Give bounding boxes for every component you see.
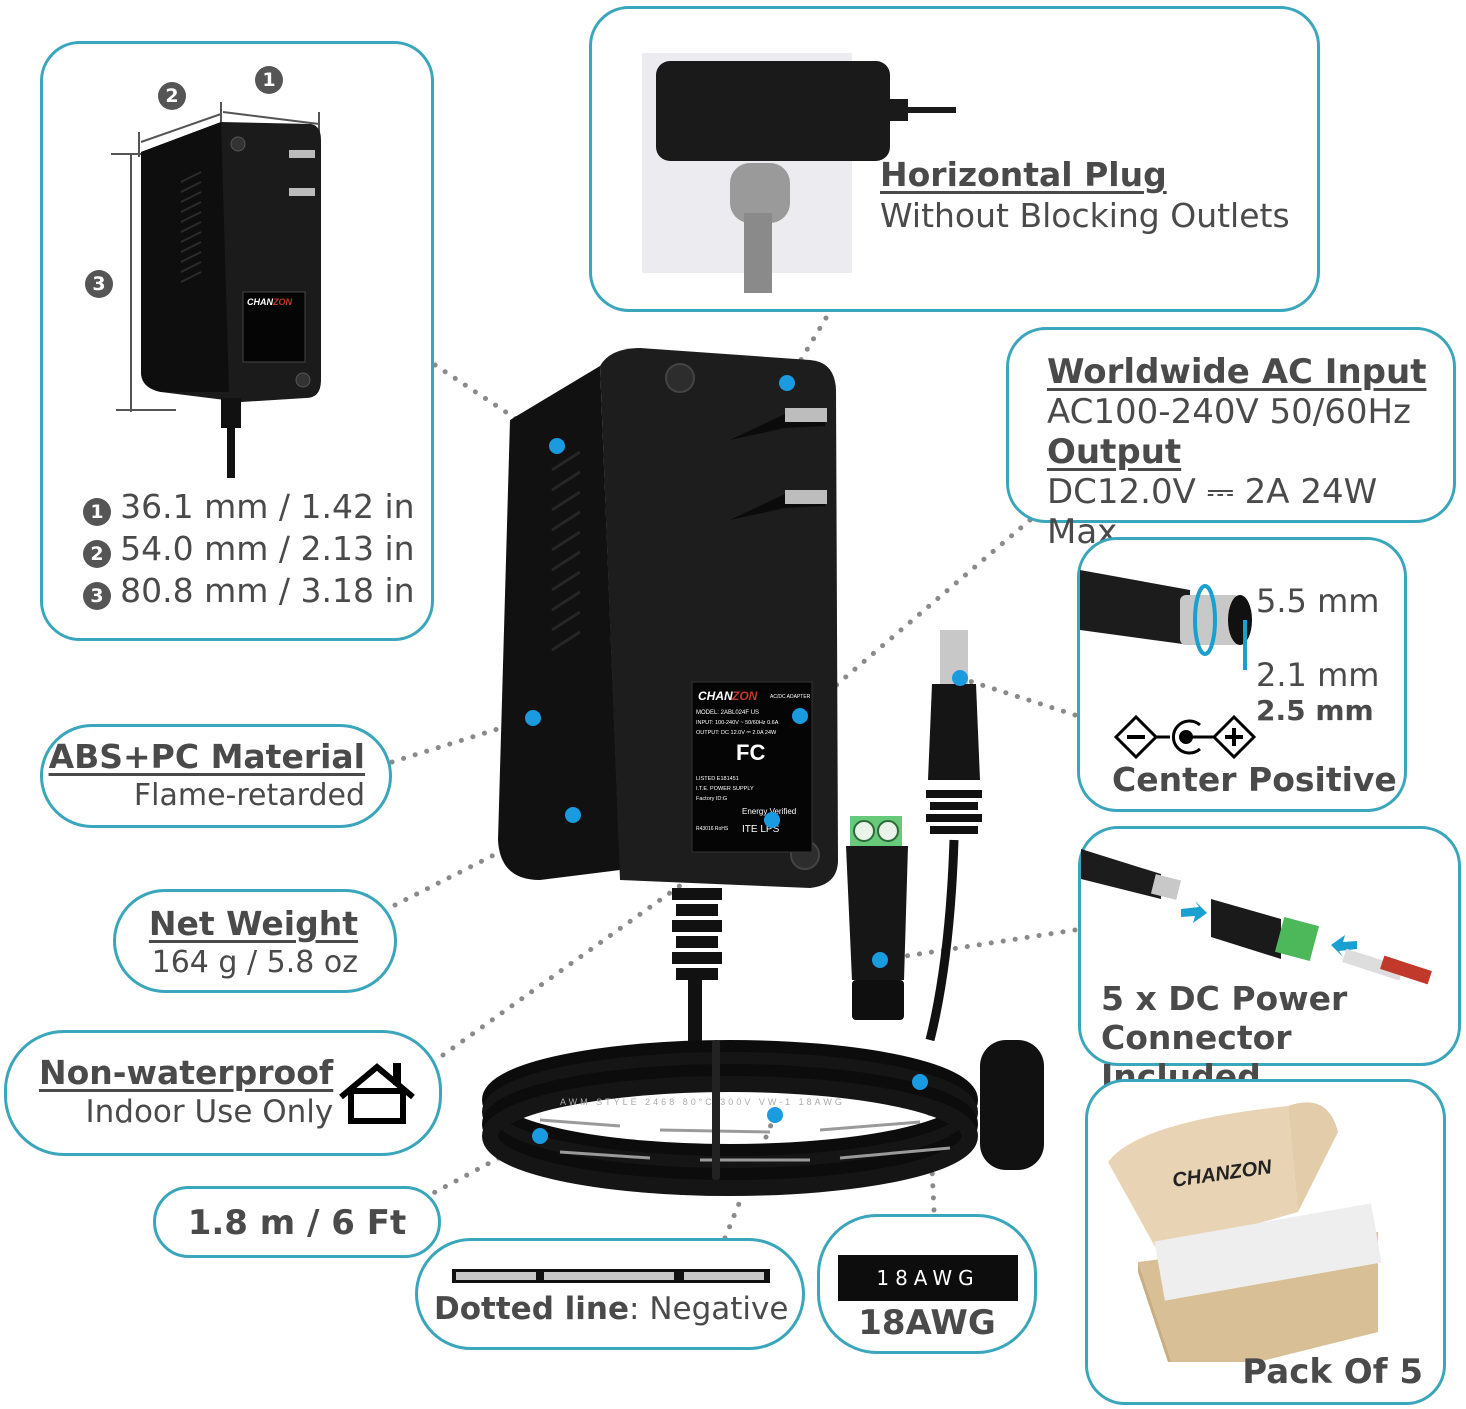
cable-length-label: 1.8 m / 6 Ft bbox=[187, 1203, 407, 1243]
horizontal-plug-card: Horizontal Plug Without Blocking Outlets bbox=[589, 6, 1320, 312]
inner-diameter-a: 2.1 mm bbox=[1256, 656, 1380, 694]
dc-connector-card: 5 x DC Power Connector Included bbox=[1078, 826, 1461, 1096]
awg-label: 18AWG bbox=[858, 1303, 996, 1343]
label-energy: Energy Verified bbox=[742, 807, 796, 816]
wall-outlet-illustration bbox=[642, 53, 956, 293]
label-type: AC/DC ADAPTER bbox=[770, 694, 811, 700]
dc-connector-illustration bbox=[1081, 849, 1432, 985]
connector-label-line1: 5 x DC Power bbox=[1101, 979, 1348, 1018]
dotted-line-rest: : Negative bbox=[629, 1291, 789, 1327]
connector-label-line2: Connector Included bbox=[1101, 1018, 1292, 1096]
barrel-plug-illustration bbox=[1080, 570, 1252, 670]
waterproof-title: Non-waterproof bbox=[39, 1053, 334, 1092]
label-brand-b: ZON bbox=[731, 689, 758, 703]
barrel-connector-card: 5.5 mm 2.1 mm 2.5 mm Center Positive bbox=[1077, 537, 1407, 812]
awg-cable-print: 18AWG bbox=[876, 1266, 980, 1290]
output-title: Output bbox=[1047, 432, 1182, 472]
horizontal-plug-subtitle: Without Blocking Outlets bbox=[880, 196, 1290, 235]
weight-card: Net Weight 164 g / 5.8 oz bbox=[113, 889, 397, 993]
dotted-line-bold: Dotted line bbox=[434, 1291, 630, 1327]
awg-card: 18AWG 18AWG bbox=[817, 1214, 1037, 1354]
pack-card: CHANZON Pack Of 5 bbox=[1085, 1079, 1446, 1405]
output-value: DC12.0V ⎓ 2A 24W Max bbox=[1047, 472, 1378, 552]
label-rohs: R43016 RoHS bbox=[696, 826, 729, 832]
material-title: ABS+PC Material bbox=[48, 737, 365, 776]
ac-input-value: AC100-240V 50/60Hz bbox=[1047, 392, 1411, 432]
label-model: MODEL: 2ABL024F US bbox=[696, 710, 759, 716]
dimensions-list: 1 36.1 mm / 1.42 in 2 54.0 mm / 2.13 in … bbox=[83, 486, 415, 612]
dimension-row-marker: 1 bbox=[83, 498, 111, 526]
label-input: INPUT: 100-240V ~ 50/60Hz 0.6A bbox=[696, 720, 779, 726]
dimension-row-2: 2 54.0 mm / 2.13 in bbox=[83, 528, 415, 570]
horizontal-plug-title: Horizontal Plug bbox=[880, 155, 1167, 194]
house-icon bbox=[339, 1063, 415, 1124]
waterproof-card: Non-waterproof Indoor Use Only bbox=[4, 1030, 442, 1156]
material-card: ABS+PC Material Flame-retarded bbox=[40, 724, 392, 828]
weight-title: Net Weight bbox=[148, 904, 358, 943]
cable-length-card: 1.8 m / 6 Ft bbox=[153, 1186, 441, 1258]
cable-print-text: AWM STYLE 2468 80°C 300V VW-1 18AWG bbox=[560, 1097, 845, 1107]
product-box-illustration: CHANZON bbox=[1108, 1102, 1382, 1362]
label-ite: ITE LPS bbox=[742, 824, 780, 835]
label-brand-a: CHAN bbox=[698, 689, 733, 703]
dimension-row-marker: 3 bbox=[83, 582, 111, 610]
label-listing: LISTED E181451 bbox=[696, 776, 739, 782]
dimension-marker-1: 1 bbox=[255, 66, 283, 94]
dimension-value: 80.8 mm / 3.18 in bbox=[120, 571, 415, 610]
dimensions-card: CHAN ZON 2 1 3 1 36.1 mm / 1.42 in 2 54.… bbox=[40, 41, 434, 641]
svg-text:ZON: ZON bbox=[272, 297, 292, 307]
dimension-value: 36.1 mm / 1.42 in bbox=[120, 487, 415, 526]
label-supply: I.T.E. POWER SUPPLY bbox=[696, 786, 754, 792]
center-positive-polarity-icon bbox=[1114, 714, 1257, 760]
material-subtitle: Flame-retarded bbox=[133, 778, 365, 813]
inner-diameter-b: 2.5 mm bbox=[1256, 694, 1374, 727]
dimension-row-3: 3 80.8 mm / 3.18 in bbox=[83, 570, 415, 612]
adapter-main-illustration: CHAN ZON AC/DC ADAPTER MODEL: 2ABL024F U… bbox=[482, 348, 1044, 1196]
weight-subtitle: 164 g / 5.8 oz bbox=[151, 945, 358, 980]
dimension-marker-3: 3 bbox=[85, 270, 113, 298]
ac-input-title: Worldwide AC Input bbox=[1047, 352, 1427, 392]
awg-cable-illustration: 18AWG bbox=[838, 1255, 1018, 1301]
dotted-cable-illustration bbox=[452, 1269, 770, 1283]
label-factory: Factory ID:G bbox=[696, 796, 727, 802]
ac-input-card: Worldwide AC Input AC100-240V 50/60Hz Ou… bbox=[1006, 327, 1456, 552]
center-positive-label: Center Positive bbox=[1112, 760, 1397, 799]
dimension-row-marker: 2 bbox=[83, 540, 111, 568]
pack-label: Pack Of 5 bbox=[1242, 1352, 1423, 1392]
waterproof-subtitle: Indoor Use Only bbox=[85, 1094, 334, 1130]
label-fc: FC bbox=[736, 740, 765, 765]
dimension-marker-2: 2 bbox=[158, 82, 186, 110]
outer-diameter: 5.5 mm bbox=[1256, 582, 1380, 620]
adapter-side-illustration: CHAN ZON bbox=[111, 102, 321, 478]
label-output: OUTPUT: DC 12.0V ⎓ 2.0A 24W bbox=[696, 730, 777, 736]
dimension-value: 54.0 mm / 2.13 in bbox=[120, 529, 415, 568]
dimension-row-1: 1 36.1 mm / 1.42 in bbox=[83, 486, 415, 528]
dotted-line-card: Dotted line: Negative bbox=[415, 1238, 805, 1350]
svg-text:CHAN: CHAN bbox=[247, 297, 273, 307]
